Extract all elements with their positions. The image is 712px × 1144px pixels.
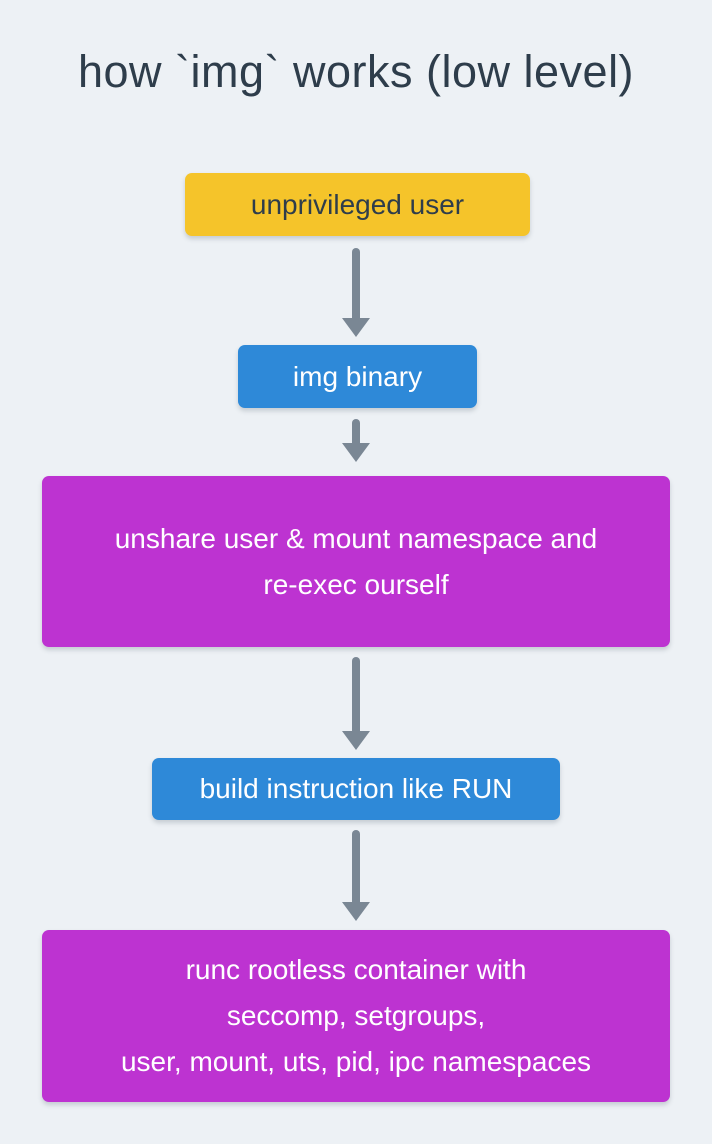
node-img-binary: img binary: [238, 345, 477, 408]
arrow-stem: [352, 248, 360, 318]
node-unprivileged-user: unprivileged user: [185, 173, 530, 236]
node-unshare-namespace-line: re-exec ourself: [263, 568, 449, 600]
arrow-head-icon: [342, 443, 370, 462]
node-unshare-namespace-line: unshare user & mount namespace and: [114, 522, 598, 554]
node-unprivileged-user-label: unprivileged user: [250, 188, 465, 220]
arrow-head-icon: [342, 318, 370, 337]
arrow-down-icon: [342, 419, 370, 462]
arrow-down-icon: [342, 248, 370, 337]
arrow-head-icon: [342, 902, 370, 921]
node-build-instruction-label: build instruction like RUN: [199, 773, 513, 804]
arrow-stem: [352, 830, 360, 902]
node-unshare-namespace: unshare user & mount namespace and re-ex…: [42, 476, 670, 647]
node-runc-rootless-container-line: seccomp, setgroups,: [226, 1000, 486, 1031]
arrow-stem: [352, 419, 360, 443]
node-runc-rootless-container-line: user, mount, uts, pid, ipc namespaces: [120, 1046, 592, 1077]
page-title: how `img` works (low level): [77, 46, 635, 97]
node-runc-rootless-container-line: runc rootless container with: [185, 954, 527, 985]
arrow-head-icon: [342, 731, 370, 750]
node-runc-rootless-container: runc rootless container with seccomp, se…: [42, 930, 670, 1102]
node-build-instruction: build instruction like RUN: [152, 758, 560, 820]
node-img-binary-label: img binary: [292, 360, 423, 392]
arrow-stem: [352, 657, 360, 731]
arrow-down-icon: [342, 657, 370, 750]
arrow-down-icon: [342, 830, 370, 921]
